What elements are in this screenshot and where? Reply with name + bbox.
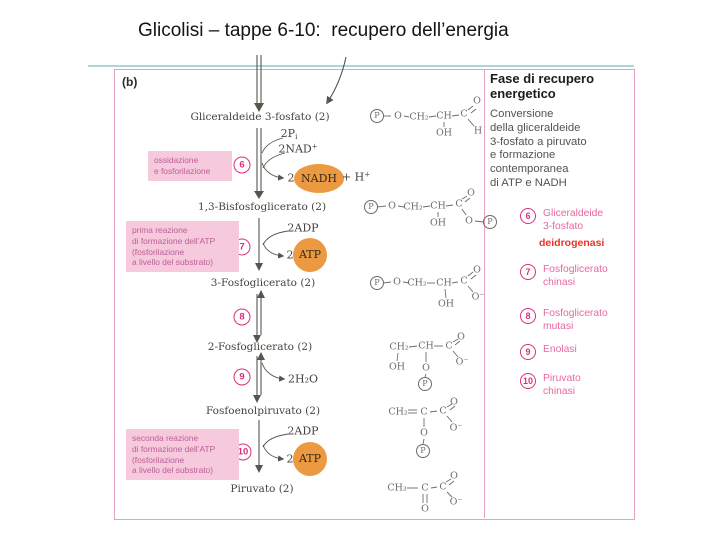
atom-label: O bbox=[388, 200, 396, 212]
legend-item: 10 Piruvato chinasi bbox=[520, 373, 581, 399]
atom-label: O bbox=[422, 362, 430, 374]
atom-label: OH bbox=[429, 217, 447, 229]
step-number-badge: 6 bbox=[233, 156, 251, 174]
atom-label: O⁻ bbox=[471, 291, 485, 303]
phosphate-group-icon: P bbox=[370, 109, 384, 123]
legend-item: 8 Fosfoglicerato mutasi bbox=[520, 308, 608, 334]
metabolite-label: 2-Fosfoglicerato (2) bbox=[207, 341, 313, 353]
metabolite-label: 3-Fosfoglicerato (2) bbox=[210, 277, 316, 289]
phase-heading: Fase di recupero energetico bbox=[490, 71, 595, 102]
annotation-box-second-atp: seconda reazione di formazione dell’ATP … bbox=[126, 429, 239, 480]
atom-label: O bbox=[450, 396, 458, 408]
atom-label: C bbox=[421, 482, 429, 494]
nadh-bubble: NADH bbox=[294, 164, 344, 193]
atom-label: O bbox=[467, 187, 475, 199]
enzyme-name: Piruvato chinasi bbox=[543, 373, 581, 397]
phosphate-group-icon: P bbox=[370, 276, 384, 290]
figure-part-label: (b) bbox=[122, 75, 138, 89]
atom-label: OH bbox=[435, 127, 453, 139]
water-label: 2H₂O bbox=[287, 372, 319, 386]
atom-label: O bbox=[473, 264, 481, 276]
atom-label: CH₂ bbox=[403, 201, 423, 213]
atom-label: C bbox=[439, 481, 447, 493]
atom-label: CH bbox=[418, 340, 434, 352]
atom-label: CH₂ bbox=[388, 406, 408, 418]
annotation-box-first-atp: prima reazione di formazione dell’ATP (f… bbox=[126, 221, 239, 272]
enzyme-number-badge: 10 bbox=[520, 373, 536, 389]
atom-label: CH₂ bbox=[407, 277, 427, 289]
atom-label: O⁻ bbox=[449, 422, 463, 434]
atp-coefficient: 2 bbox=[286, 248, 294, 262]
enzyme-number-badge: 6 bbox=[520, 208, 536, 224]
metabolite-label: Piruvato (2) bbox=[230, 483, 294, 495]
atom-label: O bbox=[421, 503, 429, 515]
cofactor-label-pi: 2Pi bbox=[280, 127, 298, 141]
panel-divider bbox=[484, 69, 485, 518]
phosphate-group-icon: P bbox=[416, 444, 430, 458]
atom-label: O bbox=[473, 95, 481, 107]
atp-bubble: ATP bbox=[293, 238, 327, 272]
atom-label: CH₂ bbox=[389, 341, 409, 353]
adp-label: 2ADP bbox=[287, 424, 319, 438]
atom-label: CH₂ bbox=[409, 111, 429, 123]
enzyme-number-badge: 7 bbox=[520, 264, 536, 280]
atom-label: C bbox=[460, 275, 468, 287]
enzyme-number-badge: 9 bbox=[520, 344, 536, 360]
atom-label: H bbox=[473, 125, 483, 137]
metabolite-label: 1,3-Bisfosfoglicerato (2) bbox=[197, 201, 327, 213]
enzyme-name: Fosfoglicerato mutasi bbox=[543, 308, 608, 332]
atom-label: C bbox=[455, 198, 463, 210]
metabolite-label: Gliceraldeide 3-fosfato (2) bbox=[190, 111, 330, 123]
phase-description: Conversione della gliceraldeide 3-fosfat… bbox=[490, 108, 587, 189]
atom-label: C bbox=[439, 405, 447, 417]
enzyme-name: Enolasi bbox=[543, 344, 577, 355]
enzyme-name-red: deidrogenasi bbox=[539, 236, 605, 249]
atom-label: O bbox=[420, 427, 428, 439]
enzyme-name: Fosfoglicerato chinasi bbox=[543, 264, 608, 288]
plus-h-label: + H+ bbox=[341, 170, 371, 184]
atom-label: C bbox=[445, 340, 453, 352]
atom-label: CH bbox=[430, 200, 446, 212]
phosphate-group-icon: P bbox=[418, 377, 432, 391]
atom-label: O bbox=[393, 276, 401, 288]
step-number-badge: 8 bbox=[233, 308, 251, 326]
enzyme-name: Gliceraldeide 3-fosfato bbox=[543, 208, 604, 232]
atom-label: O⁻ bbox=[449, 496, 463, 508]
atom-label: CH bbox=[436, 110, 452, 122]
cofactor-label-nad: 2NAD+ bbox=[278, 142, 318, 156]
atom-label: C bbox=[460, 108, 468, 120]
adp-label: 2ADP bbox=[287, 221, 319, 235]
phosphate-group-icon: P bbox=[483, 215, 497, 229]
annotation-box-oxidation: ossidazione e fosforilazione bbox=[148, 151, 232, 181]
atom-label: O bbox=[394, 110, 402, 122]
atom-label: C bbox=[420, 406, 428, 418]
atom-label: CH bbox=[436, 277, 452, 289]
atom-label: OH bbox=[437, 298, 455, 310]
atom-label: O⁻ bbox=[455, 356, 469, 368]
atom-label: O bbox=[457, 331, 465, 343]
step-number-badge: 9 bbox=[233, 368, 251, 386]
atom-label: O bbox=[465, 215, 473, 227]
slide-title: Glicolisi – tappe 6-10: recupero dell’en… bbox=[138, 20, 509, 41]
teal-rule bbox=[88, 65, 634, 67]
atp-coefficient: 2 bbox=[286, 452, 294, 466]
phosphate-group-icon: P bbox=[364, 200, 378, 214]
metabolite-label: Fosfoenolpiruvato (2) bbox=[205, 405, 321, 417]
atom-label: CH₃ bbox=[387, 482, 407, 494]
enzyme-number-badge: 8 bbox=[520, 308, 536, 324]
atom-label: OH bbox=[388, 361, 406, 373]
atp-bubble: ATP bbox=[293, 442, 327, 476]
legend-item: 9 Enolasi bbox=[520, 344, 577, 362]
atom-label: O bbox=[450, 470, 458, 482]
nadh-coefficient: 2 bbox=[287, 171, 295, 185]
legend-item: 6 Gliceraldeide 3-fosfato deidrogenasi bbox=[520, 208, 604, 249]
legend-item: 7 Fosfoglicerato chinasi bbox=[520, 264, 608, 290]
